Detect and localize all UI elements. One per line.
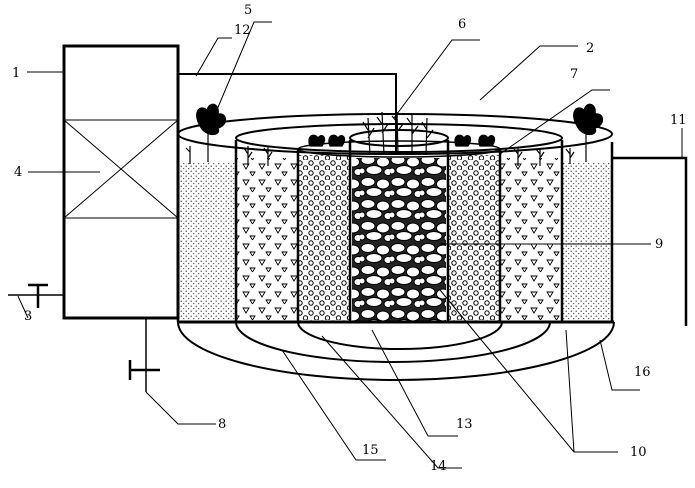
ring-media-left [298, 155, 350, 322]
outer-soil-layer-left [178, 162, 236, 322]
gravel-layer-right [500, 158, 562, 322]
label-12: 12 [234, 23, 251, 38]
middle-tank-rim [235, 123, 563, 153]
inlet-pipe [178, 73, 397, 152]
reed-plants [185, 111, 575, 166]
label-3: 3 [24, 309, 32, 324]
valve-3-icon [28, 283, 48, 308]
label-4: 4 [14, 165, 22, 180]
inner-base-ring [297, 321, 503, 350]
core-rim [349, 129, 449, 147]
outer-soil-layer-right [562, 162, 612, 322]
storage-tank [62, 44, 180, 320]
label-13: 13 [456, 417, 473, 432]
label-14: 14 [430, 459, 447, 474]
leader-lines [17, 21, 683, 469]
stone-core [352, 158, 446, 322]
shrub-plants [196, 103, 604, 162]
label-11: 11 [670, 113, 687, 128]
outlet-pipe [612, 156, 688, 326]
middle-base-ring [235, 321, 551, 363]
label-2: 2 [586, 41, 594, 56]
label-1: 1 [12, 66, 20, 81]
label-10: 10 [630, 445, 647, 460]
label-7: 7 [570, 67, 578, 82]
label-15: 15 [362, 443, 379, 458]
label-16: 16 [634, 365, 651, 380]
cylinder-walls [176, 140, 614, 322]
gravel-layer-left [236, 158, 298, 322]
label-8: 8 [218, 417, 226, 432]
valve-8-icon [128, 360, 160, 380]
tank-packing [63, 119, 179, 219]
outer-base-ring [177, 321, 615, 381]
label-5: 5 [244, 3, 252, 18]
inner-tank-rim [297, 140, 501, 158]
label-6: 6 [458, 17, 466, 32]
ring-media-right [448, 155, 500, 322]
label-9: 9 [655, 237, 663, 252]
